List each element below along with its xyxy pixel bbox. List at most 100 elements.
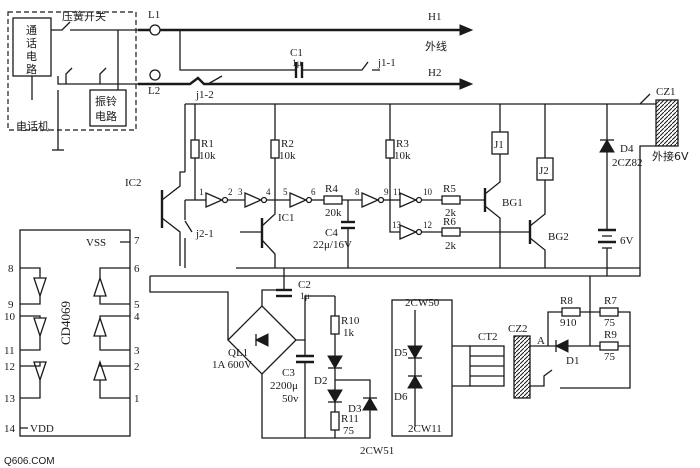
- svg-text:2k: 2k: [445, 240, 457, 252]
- svg-text:22μ/16V: 22μ/16V: [313, 239, 352, 251]
- svg-text:R9: R9: [604, 329, 617, 341]
- svg-text:6: 6: [311, 187, 316, 197]
- power-rails: [149, 93, 651, 340]
- svg-text:D6: D6: [394, 391, 408, 403]
- talk-circuit-char-3: 电: [26, 50, 37, 63]
- resistor-R2: R2 10k: [270, 104, 296, 200]
- cd4069-chip: VSS VDD CD4069 8 9 10 11 12 13 14 7 6 5 …: [4, 229, 140, 437]
- svg-text:D4: D4: [620, 143, 634, 155]
- svg-text:3: 3: [238, 187, 243, 197]
- svg-text:13: 13: [4, 393, 16, 405]
- ring-circuit-label-2: 电路: [95, 110, 117, 123]
- label-j1-1: j1-1: [377, 57, 396, 69]
- svg-text:R2: R2: [281, 138, 294, 150]
- surge-protection: 2CW50 2CW11 D5 D6 CT2: [391, 297, 505, 437]
- svg-text:12: 12: [423, 220, 432, 230]
- IC1-transistor: IC1: [240, 200, 295, 268]
- talk-circuit-char-1: 通: [26, 24, 37, 37]
- label-C1: C1: [290, 47, 303, 59]
- svg-text:R11: R11: [341, 413, 359, 425]
- outer-line-label: 外线: [425, 39, 447, 53]
- svg-text:J1: J1: [494, 139, 504, 151]
- CZ1-connector: [655, 99, 679, 147]
- svg-text:D3: D3: [348, 403, 362, 415]
- IC2-transistor: IC2 j2-1: [125, 171, 214, 268]
- ring-circuit-label-1: 振铃: [95, 94, 117, 108]
- svg-text:8: 8: [355, 187, 360, 197]
- svg-text:9: 9: [8, 299, 14, 311]
- svg-text:2: 2: [228, 187, 233, 197]
- telephone-set: 通 话 电 路 振铃 电路 压簧开关 电话机: [7, 9, 138, 151]
- reed-switch-label: 压簧开关: [62, 9, 106, 23]
- svg-text:A: A: [537, 335, 545, 347]
- line-wiring: L1 L2 H1 H2 外线 C1 1μ j1-1 j1-2: [138, 9, 474, 101]
- terminal-L2: [149, 69, 161, 81]
- arrow-H2: [459, 78, 474, 90]
- svg-text:6V: 6V: [620, 235, 634, 247]
- svg-text:14: 14: [4, 423, 16, 435]
- svg-text:C3: C3: [282, 367, 295, 379]
- label-H2: H2: [428, 67, 441, 79]
- svg-text:J2: J2: [539, 165, 549, 177]
- svg-text:75: 75: [343, 425, 355, 437]
- svg-text:910: 910: [560, 317, 577, 329]
- svg-text:外接6V: 外接6V: [652, 150, 689, 163]
- svg-text:QL1: QL1: [228, 347, 248, 359]
- svg-text:C4: C4: [325, 227, 338, 239]
- svg-text:2CW51: 2CW51: [360, 445, 394, 457]
- svg-text:20k: 20k: [325, 207, 342, 219]
- svg-text:13: 13: [392, 220, 402, 230]
- svg-text:D1: D1: [566, 355, 579, 367]
- rectifier-section: C2 1μ QL1 1A 600V C3 2200μ 50v: [212, 268, 335, 439]
- svg-text:IC1: IC1: [278, 212, 295, 224]
- svg-text:R3: R3: [396, 138, 409, 150]
- svg-text:11: 11: [4, 345, 15, 357]
- label-C1-value: 1μ: [292, 59, 302, 69]
- svg-text:11: 11: [393, 187, 402, 197]
- svg-text:IC2: IC2: [125, 177, 142, 189]
- svg-text:R7: R7: [604, 295, 617, 307]
- svg-text:R10: R10: [341, 315, 360, 327]
- terminal-L1: [149, 24, 161, 36]
- svg-text:3: 3: [134, 345, 140, 357]
- resistor-R3: R3 10k: [385, 104, 411, 200]
- CZ2-connector: [513, 335, 531, 399]
- svg-text:BG1: BG1: [502, 197, 523, 209]
- resistor-R1: R1 10k: [190, 104, 216, 200]
- svg-text:75: 75: [604, 317, 616, 329]
- svg-text:10k: 10k: [279, 150, 296, 162]
- svg-text:10k: 10k: [394, 150, 411, 162]
- svg-text:R6: R6: [443, 216, 456, 228]
- arrow-H1: [459, 24, 474, 36]
- label-j1-2: j1-2: [195, 89, 214, 101]
- svg-text:R8: R8: [560, 295, 573, 307]
- svg-text:2CW11: 2CW11: [408, 423, 442, 435]
- talk-circuit-char-4: 路: [26, 63, 37, 76]
- svg-text:CT2: CT2: [478, 331, 498, 343]
- svg-text:1: 1: [199, 187, 204, 197]
- svg-text:7: 7: [134, 235, 140, 247]
- label-L1: L1: [148, 9, 160, 21]
- svg-text:4: 4: [266, 187, 271, 197]
- svg-text:6: 6: [134, 263, 140, 275]
- output-section: CZ2 A R8 910 R7 75 R9 75 D1: [508, 276, 631, 399]
- watermark: Q606.COM: [4, 456, 55, 467]
- svg-text:CZ2: CZ2: [508, 323, 528, 335]
- svg-text:VSS: VSS: [86, 237, 106, 249]
- svg-text:CZ1: CZ1: [656, 86, 676, 98]
- svg-text:12: 12: [4, 361, 15, 373]
- svg-text:2CZ82: 2CZ82: [612, 157, 643, 169]
- chip-gates: [20, 267, 130, 399]
- ring-circuit-box: [89, 89, 127, 127]
- svg-text:8: 8: [8, 263, 14, 275]
- svg-text:2: 2: [134, 361, 140, 373]
- svg-text:10: 10: [423, 187, 433, 197]
- svg-text:75: 75: [604, 351, 616, 363]
- svg-text:C2: C2: [298, 279, 311, 291]
- svg-text:10k: 10k: [199, 150, 216, 162]
- svg-text:VDD: VDD: [30, 423, 54, 435]
- svg-text:CD4069: CD4069: [58, 301, 73, 345]
- svg-text:10: 10: [4, 311, 16, 323]
